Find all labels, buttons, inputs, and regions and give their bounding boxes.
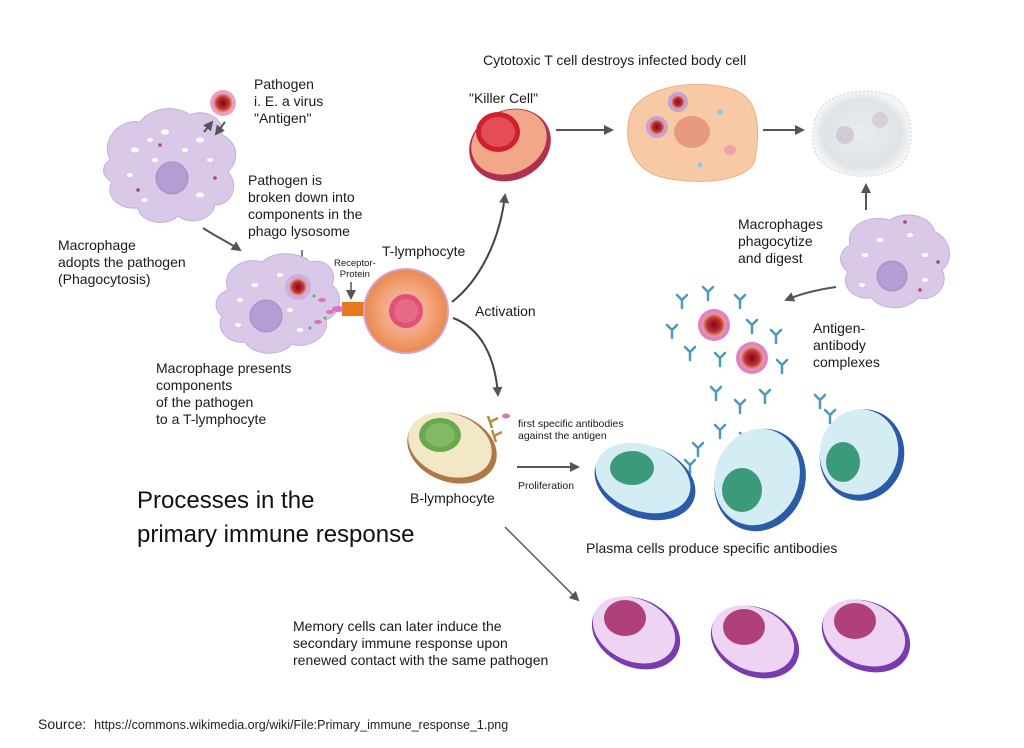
source-url[interactable]: https://commons.wikimedia.org/wiki/File:…	[94, 718, 509, 732]
destroyed-cell	[812, 90, 912, 177]
arrow-to-complexes	[784, 286, 837, 302]
antigen-fragment-b	[502, 413, 510, 419]
antigen-antibody-label: Antigen- antibody complexes	[813, 320, 880, 370]
macrophage-cell	[103, 108, 237, 223]
virus-pathogen	[210, 90, 236, 116]
pathogen-label: Pathogen i. E. a virus "Antigen"	[254, 76, 324, 126]
antigen-fragment	[332, 306, 344, 312]
arrow-activation-b-cell	[452, 317, 503, 397]
arrow-phagocytosis	[202, 227, 242, 252]
t-lymphocyte-label: T-lymphocyte	[382, 243, 466, 259]
macrophage-adopts-label: Macrophage adopts the pathogen (Phagocyt…	[58, 237, 186, 287]
memory-cell	[710, 605, 800, 679]
plasma-cell	[714, 428, 806, 532]
arrow-activation-killer	[451, 193, 510, 303]
b-cell-antibodies	[486, 415, 503, 443]
proliferation-label: Proliferation	[518, 480, 575, 492]
memory-cell	[821, 599, 911, 673]
source-line: Source: https://commons.wikimedia.org/wi…	[38, 716, 508, 732]
plasma-cell	[594, 442, 696, 521]
antigen-antibody-complexes	[698, 309, 768, 374]
receptor-protein-label: Receptor- Protein	[334, 258, 376, 280]
macrophage-presents-label: Macrophage presents components of the pa…	[156, 360, 292, 427]
macrophages-phagocytize-label: Macrophages phagocytize and digest	[738, 216, 823, 266]
activation-label: Activation	[475, 303, 536, 319]
killer-cell-label: "Killer Cell"	[469, 90, 539, 106]
plasma-cell	[819, 409, 905, 501]
plasma-cells-label: Plasma cells produce specific antibodies	[586, 540, 838, 556]
infected-body-cell	[627, 83, 759, 182]
arrow-to-macrophage	[214, 121, 226, 136]
macrophage-right-cell	[840, 214, 950, 309]
pathogen-broken-label: Pathogen is broken down into components …	[248, 172, 363, 239]
arrow-memory	[504, 526, 580, 602]
source-label: Source:	[38, 716, 87, 732]
cytotoxic-heading: Cytotoxic T cell destroys infected body …	[483, 52, 747, 68]
b-lymphocyte-cell	[407, 412, 497, 484]
t-lymphocyte-cell	[363, 268, 449, 354]
killer-t-cell	[469, 108, 551, 182]
b-lymphocyte-label: B-lymphocyte	[410, 490, 495, 506]
diagram-title: Processes in the primary immune response	[137, 487, 415, 548]
memory-cells-label: Memory cells can later induce the second…	[293, 618, 549, 668]
first-antibodies-label: first specific antibodies against the an…	[518, 418, 624, 442]
memory-cell	[591, 596, 681, 670]
arrow-to-virus	[203, 120, 214, 133]
macrophage-presenting-cell	[215, 253, 341, 354]
receptor-protein	[342, 302, 368, 316]
